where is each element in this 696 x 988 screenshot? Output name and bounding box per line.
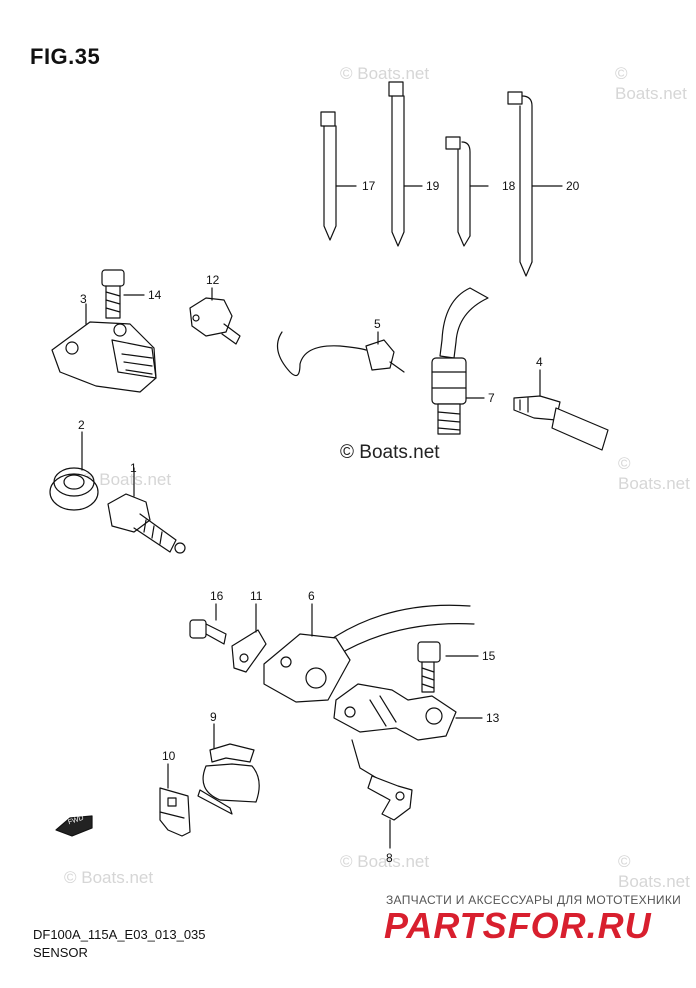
cable-tie-18 bbox=[445, 136, 471, 247]
callout-6: 6 bbox=[308, 589, 315, 603]
map-sensor-3 bbox=[51, 321, 157, 393]
diagram-caption: SENSOR bbox=[33, 945, 88, 960]
callout-8: 8 bbox=[386, 851, 393, 865]
leader-lines bbox=[81, 185, 563, 849]
callout-12: 12 bbox=[206, 273, 220, 287]
watermark: © Boats.net bbox=[340, 64, 430, 83]
clip-9 bbox=[197, 743, 260, 815]
callout-3: 3 bbox=[80, 292, 87, 306]
grommet-2 bbox=[49, 467, 99, 511]
promo-logo: PARTSFOR.RU bbox=[384, 905, 652, 946]
watermark-center: © Boats.net bbox=[340, 442, 440, 463]
callout-15: 15 bbox=[482, 649, 496, 663]
bracket-13 bbox=[333, 683, 457, 741]
callout-2: 2 bbox=[78, 418, 85, 432]
callout-7: 7 bbox=[488, 391, 495, 405]
callout-5: 5 bbox=[374, 317, 381, 331]
watermark: © Boats.net bbox=[618, 852, 690, 891]
bolt-15 bbox=[417, 641, 441, 693]
watermark: © Boats.net bbox=[615, 64, 687, 103]
cable-tie-20 bbox=[507, 91, 533, 277]
callout-13: 13 bbox=[486, 711, 500, 725]
callout-11: 11 bbox=[250, 589, 263, 603]
callout-19: 19 bbox=[426, 179, 440, 193]
callout-14: 14 bbox=[148, 288, 162, 302]
watermark: © Boats.net bbox=[82, 470, 172, 489]
figure-title: FIG.35 bbox=[30, 44, 101, 69]
watermark: © Boats.net bbox=[618, 454, 690, 493]
pressure-switch-12 bbox=[189, 297, 241, 345]
crank-sensor-6 bbox=[263, 604, 475, 703]
diagram-code: DF100A_115A_E03_013_035 bbox=[33, 927, 206, 942]
callout-10: 10 bbox=[162, 749, 176, 763]
callout-16: 16 bbox=[210, 589, 224, 603]
bracket-8 bbox=[351, 739, 413, 821]
callout-18: 18 bbox=[502, 179, 516, 193]
bolt-14 bbox=[101, 269, 125, 319]
callout-4: 4 bbox=[536, 355, 543, 369]
callout-9: 9 bbox=[210, 710, 217, 724]
fwd-arrow bbox=[55, 815, 93, 837]
watermark: © Boats.net bbox=[340, 852, 430, 871]
cable-tie-17 bbox=[320, 111, 337, 241]
callout-20: 20 bbox=[566, 179, 580, 193]
sensor-7 bbox=[431, 287, 489, 435]
callout-1: 1 bbox=[130, 461, 137, 475]
promo-tagline: ЗАПЧАСТИ И АКСЕССУАРЫ ДЛЯ МОТОТЕХНИКИ bbox=[386, 893, 682, 907]
sensor-4 bbox=[513, 395, 609, 451]
bolt-16 bbox=[189, 619, 227, 645]
cable-tie-19 bbox=[388, 81, 405, 247]
clamp-11 bbox=[231, 629, 267, 673]
callout-17: 17 bbox=[362, 179, 376, 193]
watermark: © Boats.net bbox=[64, 868, 154, 887]
sensor-5 bbox=[276, 331, 405, 377]
sensor-1 bbox=[107, 493, 186, 554]
bracket-10 bbox=[159, 787, 191, 837]
